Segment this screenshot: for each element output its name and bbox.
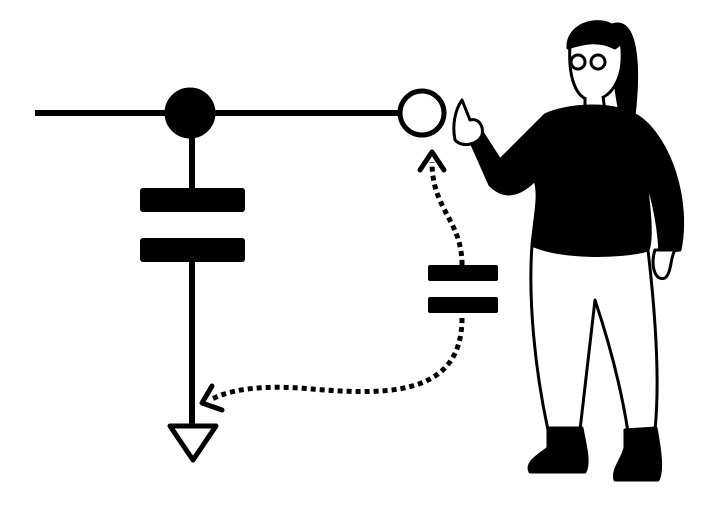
pointing-hand: [452, 98, 484, 147]
pants: [529, 243, 659, 434]
dashed-capacitor-plate-top: [428, 265, 498, 281]
circuit: [35, 87, 498, 463]
arrowhead-up-icon: [417, 149, 447, 173]
ground-symbol: [167, 423, 219, 463]
left-boot: [527, 426, 589, 474]
left-hand: [651, 248, 677, 281]
glasses-right-icon: [589, 53, 607, 71]
glasses-left-icon: [569, 53, 587, 71]
capacitor-plate-bottom: [140, 238, 245, 262]
right-boot: [612, 426, 663, 482]
dashed-arrow-up: [429, 161, 465, 266]
hair: [566, 20, 627, 50]
dashed-capacitor-plate-bottom: [428, 297, 498, 313]
capacitor-plate-top: [140, 188, 245, 212]
arrowhead-left-icon: [199, 383, 225, 413]
open-node: [397, 88, 447, 138]
dashed-arrow-down: [208, 317, 465, 403]
sweater: [468, 104, 685, 258]
person-pointing: [452, 20, 685, 482]
